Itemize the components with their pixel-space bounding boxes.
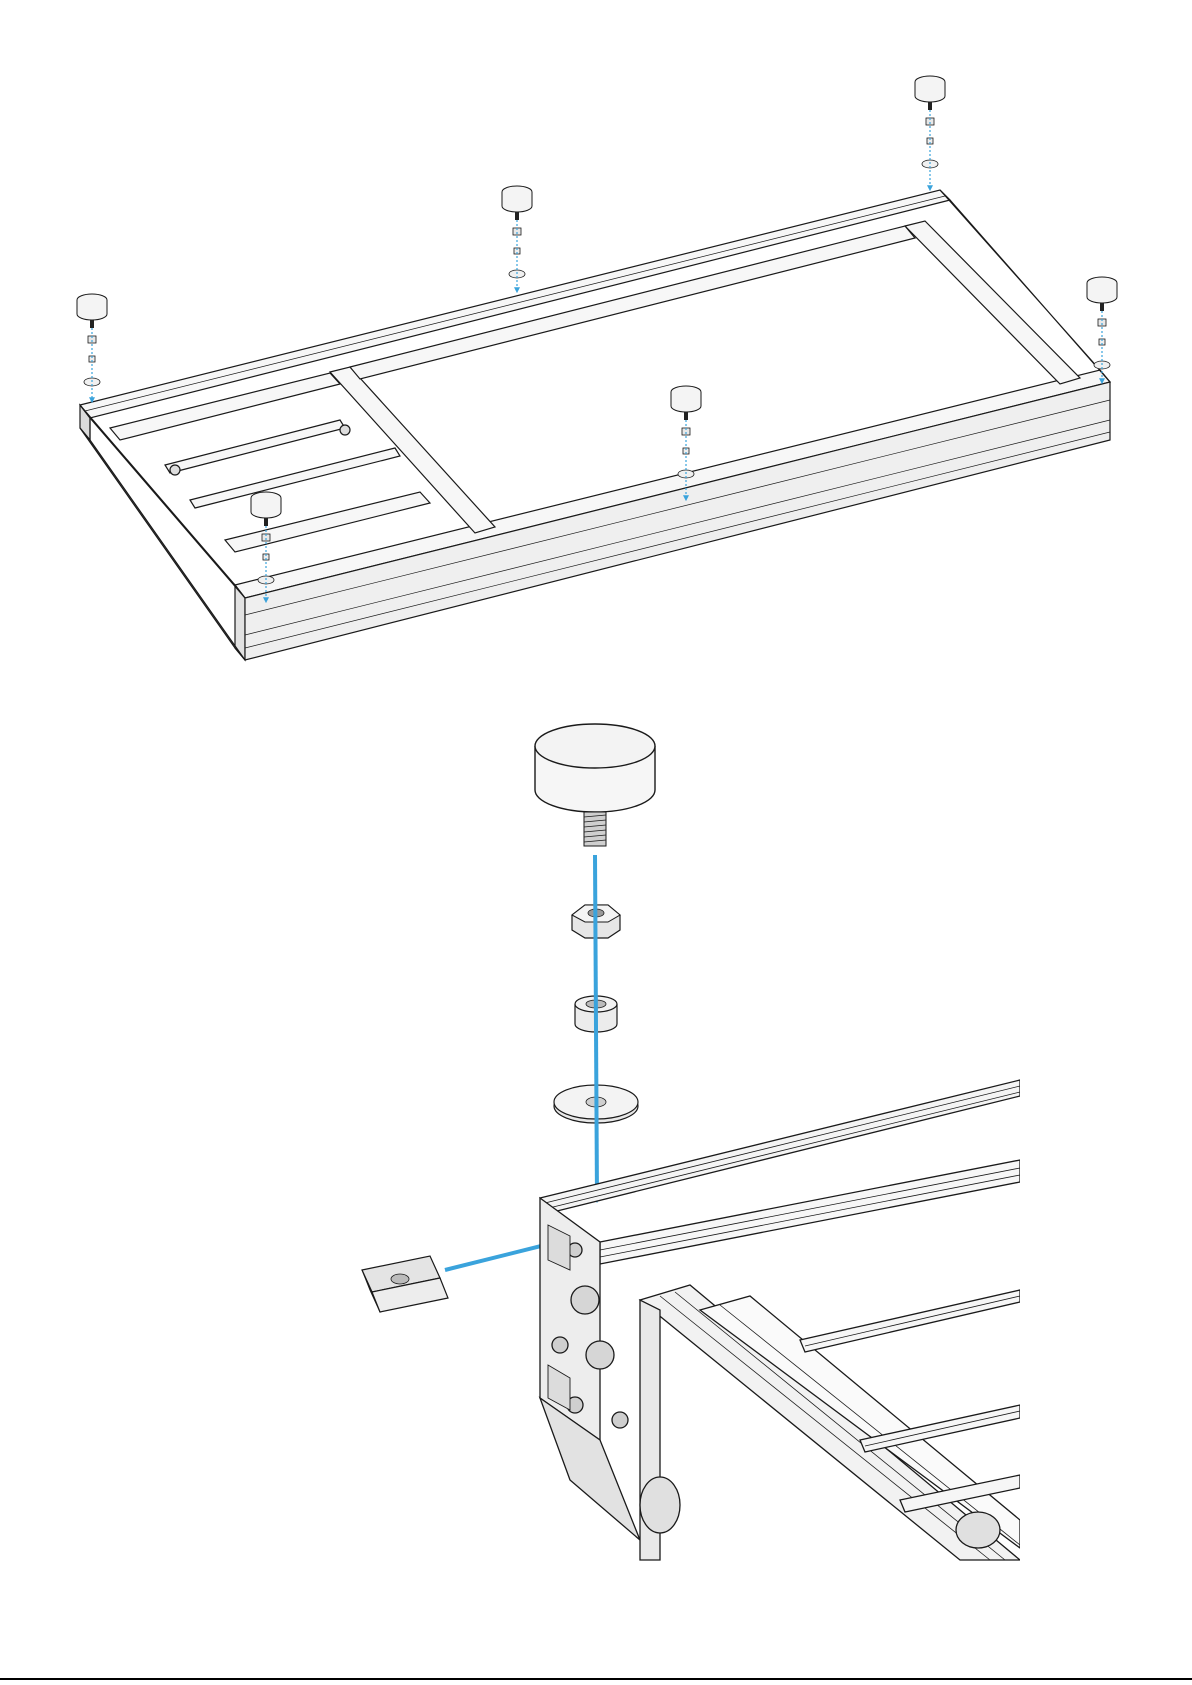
back-rail — [80, 190, 950, 418]
page-bottom-rule — [0, 1678, 1192, 1680]
foot-assembly-4 — [1087, 277, 1117, 383]
detail-extrusion-corner — [540, 1080, 1020, 1560]
foot-assembly-2 — [502, 186, 532, 292]
inner-sub-1 — [165, 420, 345, 473]
frame-overview — [80, 190, 1110, 660]
detail-rubber-foot — [535, 724, 655, 846]
foot-assembly-1 — [77, 294, 107, 402]
detail-vertical-arrow — [595, 855, 597, 1200]
front-rail-front — [245, 382, 1110, 660]
foot-assembly-3 — [915, 76, 945, 190]
cross-member-2 — [905, 221, 1080, 384]
inner-rail-3 — [350, 226, 915, 379]
left-rail-front — [80, 428, 245, 660]
detail-view — [362, 724, 1192, 1602]
detail-t-slot-nut — [362, 1256, 448, 1312]
